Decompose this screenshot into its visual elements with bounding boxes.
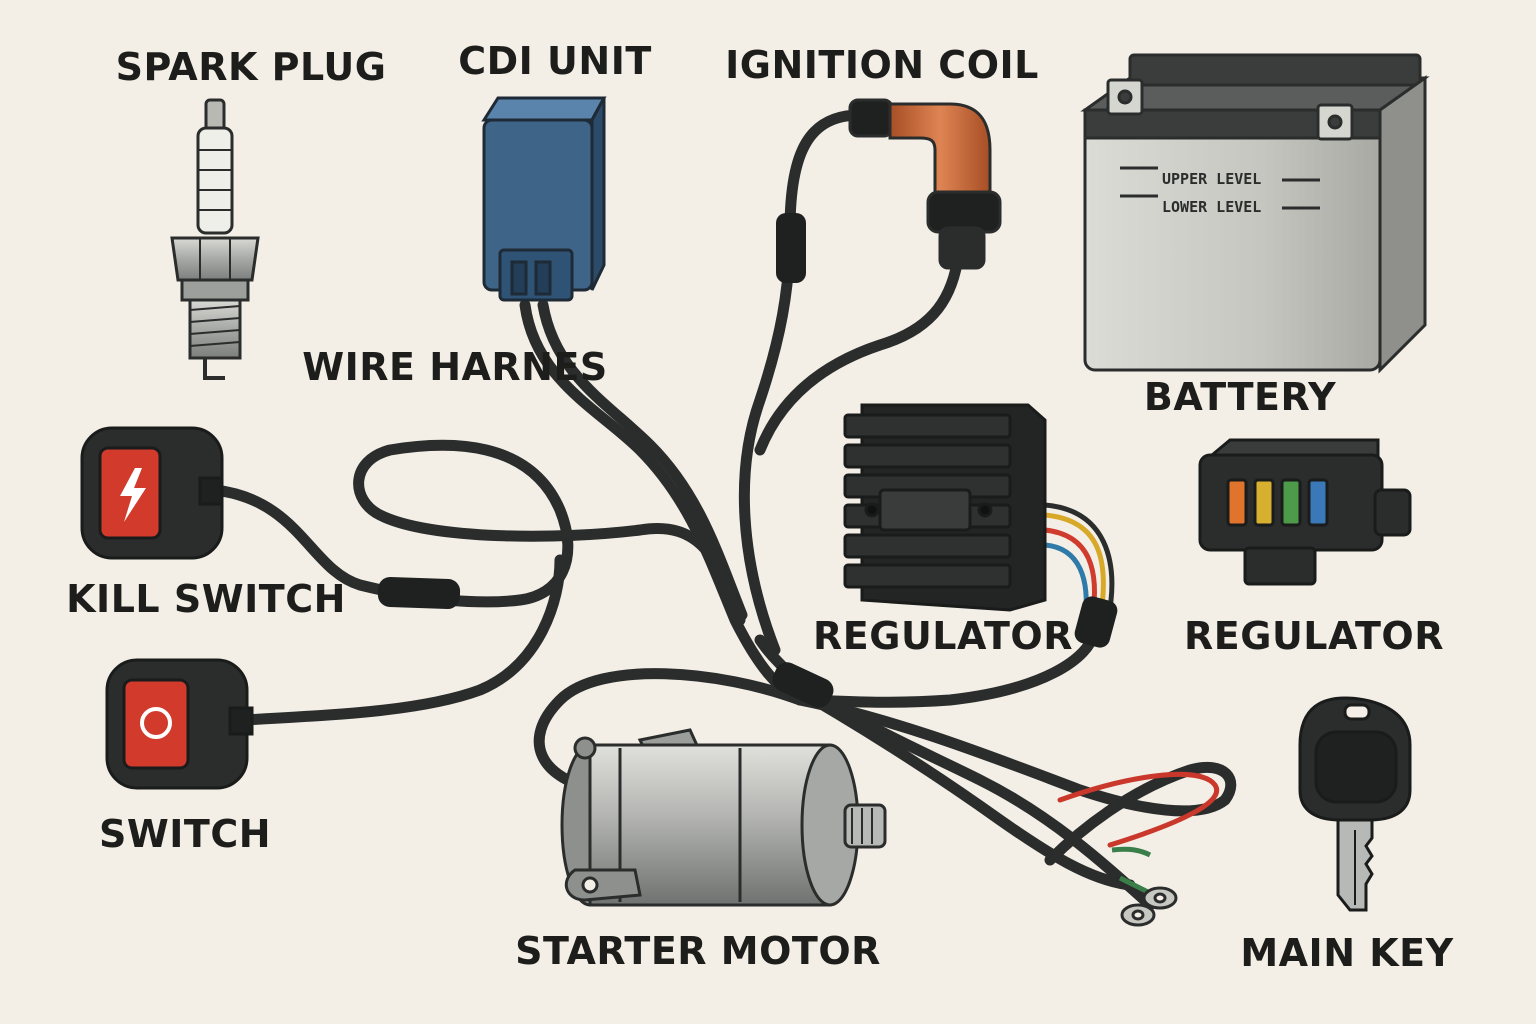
battery-upper-level-mark: UPPER LEVEL	[1162, 170, 1261, 188]
kill-switch-label: KILL SWITCH	[66, 577, 346, 621]
fuse-box	[1198, 438, 1412, 586]
wire-harness	[209, 109, 1237, 911]
battery-label: BATTERY	[1143, 375, 1337, 419]
power-circle-icon	[140, 707, 172, 739]
kill-switch	[80, 426, 224, 560]
regulator-right-label: REGULATOR	[1184, 614, 1444, 658]
battery-lower-level-mark: LOWER LEVEL	[1162, 198, 1261, 216]
cdi-unit-label: CDI UNIT	[458, 39, 652, 83]
red-lead	[1057, 771, 1220, 848]
lightning-bolt-icon	[120, 468, 146, 522]
regulator-center-label: REGULATOR	[813, 614, 1073, 658]
switch-label: SWITCH	[98, 812, 272, 856]
main-key-label: MAIN KEY	[1240, 931, 1454, 975]
starter-motor	[560, 728, 887, 907]
ignition-coil	[848, 98, 1002, 270]
starter-motor-label: STARTER MOTOR	[515, 929, 881, 973]
harness-sleeves	[377, 213, 1118, 708]
battery	[1080, 53, 1430, 374]
switch	[105, 658, 254, 790]
regulator-heatsink	[843, 403, 1047, 612]
spark-plug-label: SPARK PLUG	[115, 45, 387, 89]
wire-harness-label: WIRE HARNES	[302, 345, 608, 389]
ignition-coil-label: IGNITION COIL	[725, 43, 1039, 87]
ring-terminals	[1111, 846, 1178, 927]
spark-plug	[170, 98, 260, 380]
main-key	[1298, 696, 1412, 912]
cdi-unit	[481, 96, 607, 302]
